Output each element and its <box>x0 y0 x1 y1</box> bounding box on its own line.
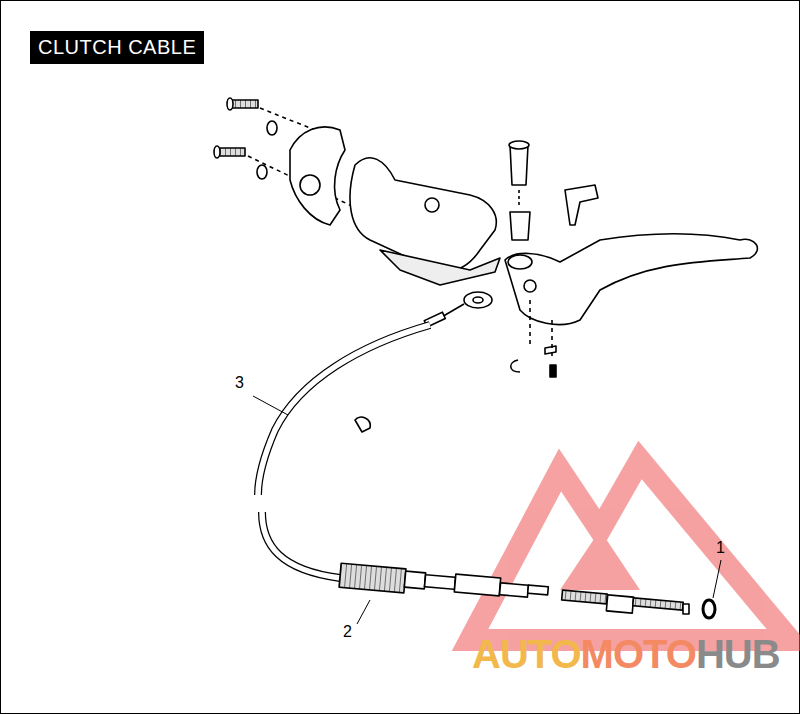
callout-number: 3 <box>235 374 244 392</box>
watermark-logo <box>470 460 790 640</box>
watermark-text: AUTO <box>472 632 581 677</box>
title-band: CLUTCH CABLE <box>30 31 204 64</box>
parts <box>214 98 757 624</box>
callout-number: 1 <box>716 539 725 557</box>
callout-number: 2 <box>343 623 352 641</box>
watermark-text: MOTO <box>581 632 696 677</box>
watermark-text: HUB <box>696 632 780 677</box>
